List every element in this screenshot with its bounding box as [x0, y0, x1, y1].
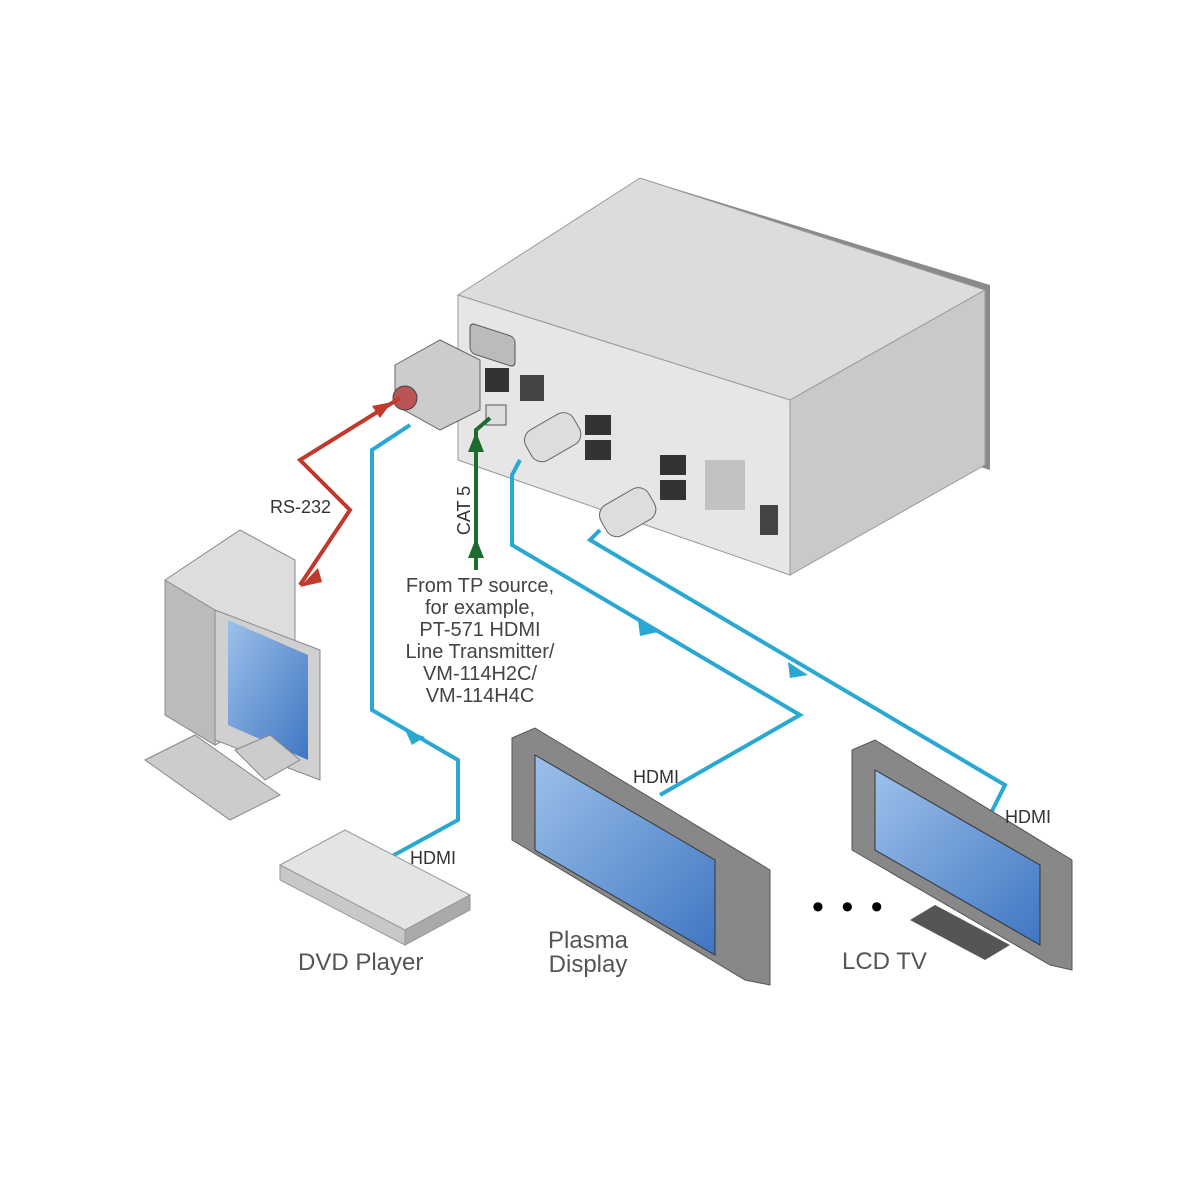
rs232-label: RS-232	[270, 497, 332, 517]
lcd-tv-label: LCD TV	[842, 948, 927, 975]
rj45-plug	[485, 404, 507, 426]
hdmi-plug-out1	[524, 412, 582, 463]
hdmi-label-dvd: HDMI	[410, 848, 456, 868]
computer	[144, 529, 321, 821]
plasma-display	[511, 727, 771, 986]
hdmi-cable-lcd	[586, 528, 1008, 816]
source-note-line: VM-114H2C/	[422, 663, 538, 685]
source-note-line: for example,	[424, 597, 536, 619]
rs232-arrow-icon	[300, 568, 322, 587]
source-note-line: From TP source,	[405, 575, 555, 597]
source-note: From TP source, for example, PT-571 HDMI…	[380, 575, 580, 707]
hdmi-plug-out4	[599, 487, 657, 538]
hdmi-label-lcd: HDMI	[1005, 807, 1051, 827]
dvd-player	[278, 829, 472, 946]
dvd-player-label: DVD Player	[298, 949, 424, 976]
rs232-cable	[296, 396, 402, 587]
plasma-label-line: Display	[548, 951, 628, 978]
ellipsis: • • •	[812, 888, 887, 926]
source-note-line: PT-571 HDMI	[419, 619, 541, 641]
cat5-label: CAT 5	[454, 485, 475, 536]
source-note-line: Line Transmitter/	[405, 641, 555, 663]
cat5-cable	[474, 416, 492, 570]
hdmi-label-plasma: HDMI	[633, 767, 679, 787]
plasma-display-label: Plasma Display	[548, 929, 628, 977]
hdmi-cable-plasma	[510, 459, 804, 797]
cat5-arrow-icon	[468, 432, 484, 452]
lcd-tv	[851, 739, 1073, 971]
plasma-label-line: Plasma	[548, 927, 629, 954]
rs232-connector	[392, 339, 481, 431]
switcher-device	[456, 177, 990, 576]
source-note-line: VM-114H4C	[425, 685, 535, 707]
